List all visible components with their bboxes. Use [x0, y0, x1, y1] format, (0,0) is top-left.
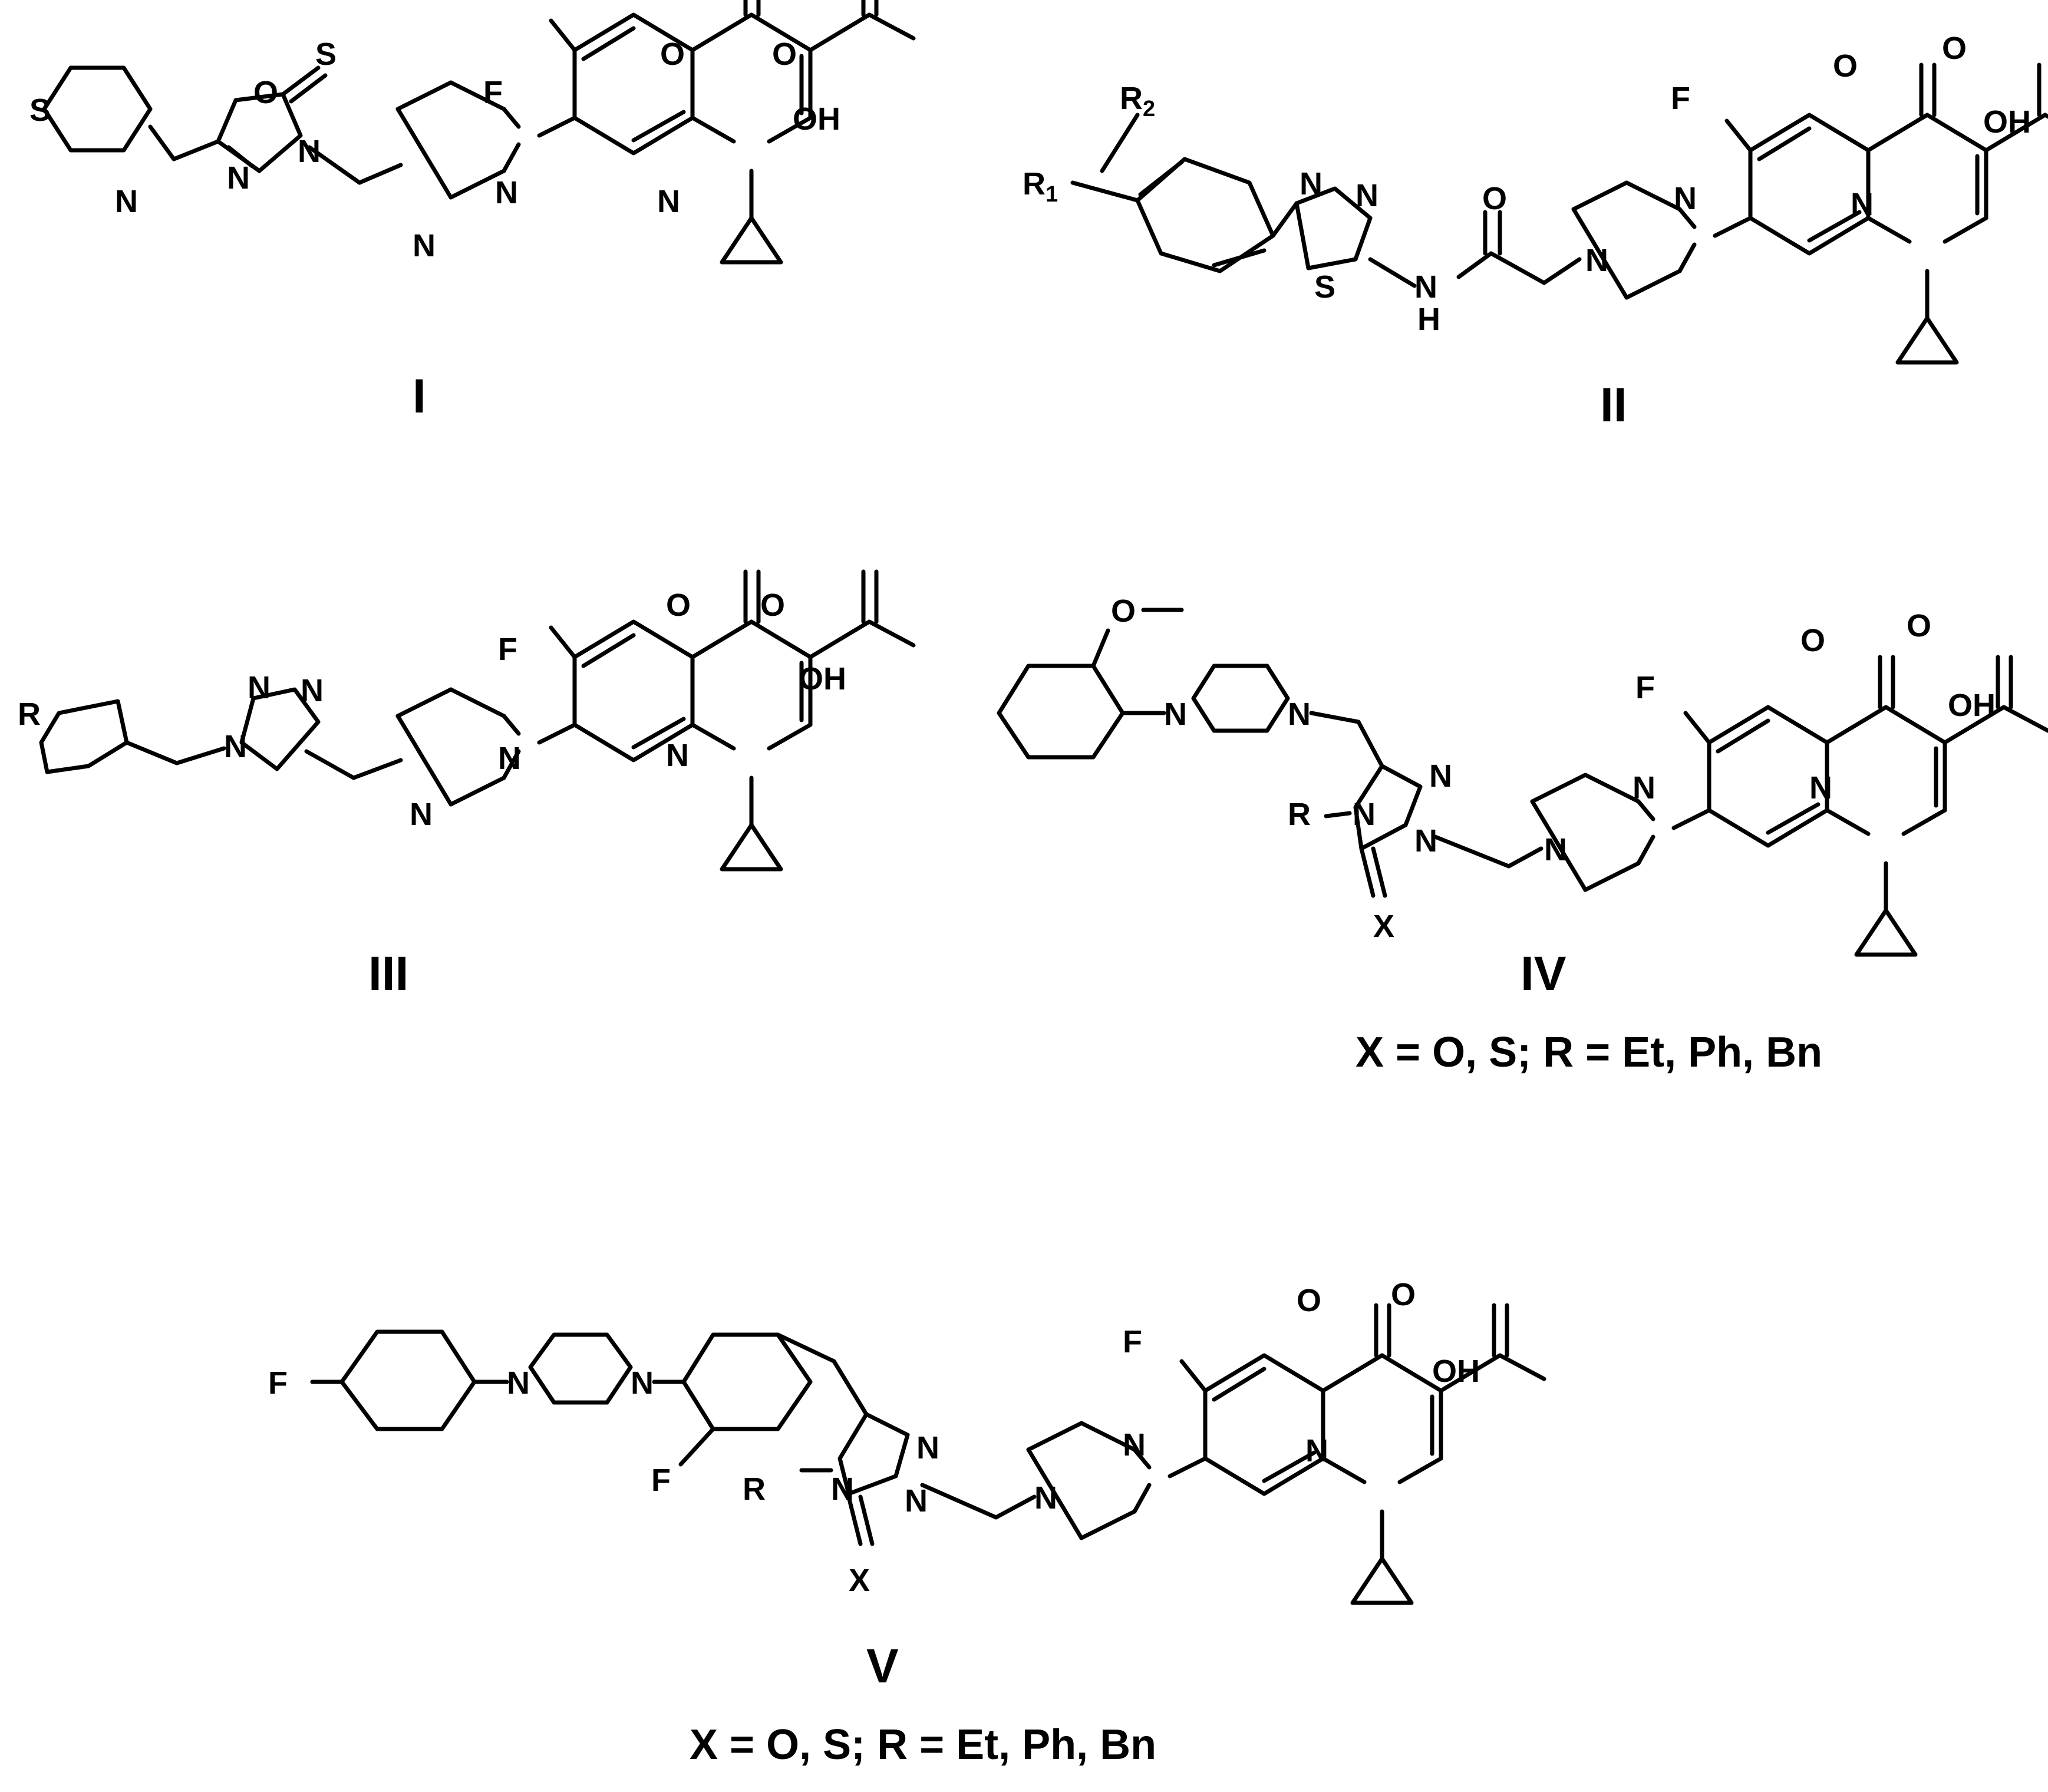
- compound-II-atom-H: H: [1417, 302, 1440, 337]
- compound-III-atom-R: R: [18, 697, 41, 732]
- compound-IV-atom-N-pip-1: N: [1544, 832, 1567, 867]
- compound-I-atom-O-acid: O: [772, 37, 797, 72]
- compound-V-atom-N-pip-2: N: [1123, 1427, 1146, 1463]
- compound-V-atom-R: R: [743, 1471, 766, 1507]
- compound-I-atom-N-pip-2: N: [495, 175, 518, 210]
- compound-III-label: III: [368, 947, 408, 1001]
- compound-II-atom-F: F: [1671, 81, 1690, 116]
- compound-I-structure: [42, 0, 913, 262]
- compound-V-atom-N-arylpip-2: N: [631, 1365, 654, 1401]
- compound-IV-atom-O-methoxy: O: [1111, 593, 1136, 629]
- compound-V-atom-N-arylpip-1: N: [507, 1365, 530, 1401]
- compound-II-atom-N-2: N: [1356, 178, 1378, 213]
- compound-V-atom-F: F: [1123, 1324, 1142, 1359]
- compound-III-atom-N-2: N: [248, 670, 271, 705]
- compound-II-structure: [1070, 65, 2048, 362]
- compound-I-atom-OH: OH: [793, 101, 840, 137]
- compound-IV-atom-N-arylpip-2: N: [1288, 697, 1311, 732]
- compound-V-atom-N-pip-1: N: [1034, 1480, 1057, 1516]
- compound-V-atom-N-1: N: [905, 1483, 928, 1519]
- compound-I-atom-N: N: [115, 184, 138, 219]
- compound-II-atom-S: S: [1314, 269, 1335, 305]
- compound-IV-label: IV: [1521, 947, 1566, 1001]
- compound-II-atom-N-pip-1: N: [1585, 243, 1608, 278]
- compound-II-atom-R2: R2: [1120, 81, 1155, 121]
- compound-IV-atom-N-pip-2: N: [1633, 770, 1655, 806]
- compound-IV-atom-R: R: [1288, 797, 1311, 832]
- compound-V-atom-O-acid: O: [1391, 1277, 1416, 1312]
- compound-V-atom-X: X: [849, 1563, 870, 1598]
- compound-IV-atom-N-4: N: [1353, 797, 1376, 832]
- compound-I-atom-O-keto: O: [660, 37, 685, 72]
- compound-III-atom-N-3: N: [301, 673, 324, 708]
- compound-IV-note: X = O, S; R = Et, Ph, Bn: [1356, 1029, 1822, 1076]
- compound-II-label: II: [1600, 378, 1627, 432]
- compound-II-atom-O-amide: O: [1482, 181, 1507, 216]
- compound-I-atom-N-pip-1: N: [413, 228, 436, 263]
- compound-V-structure: [310, 1305, 1544, 1603]
- compound-IV-structure: [997, 608, 2048, 955]
- compound-I-atom-S-thione: S: [315, 37, 337, 72]
- compound-III-structure: [39, 572, 913, 869]
- compound-I-label: I: [413, 369, 426, 423]
- compound-III-atom-N-1: N: [224, 729, 247, 764]
- compound-V-note: X = O, S; R = Et, Ph, Bn: [690, 1721, 1156, 1768]
- compound-II-atom-N-pip-2: N: [1674, 181, 1697, 216]
- compound-V-label: V: [866, 1639, 899, 1693]
- compound-II-atom-N-quinolone: N: [1851, 187, 1874, 222]
- compound-III-atom-N-pip-2: N: [498, 741, 521, 776]
- compound-I-atom-S: S: [29, 93, 51, 128]
- compound-IV-atom-O-acid: O: [1907, 608, 1931, 643]
- compound-III-atom-N-pip-1: N: [410, 797, 433, 832]
- compound-II-atom-N-1: N: [1300, 166, 1323, 202]
- compound-IV-atom-X: X: [1373, 909, 1394, 944]
- compound-IV-atom-O-keto: O: [1800, 623, 1825, 658]
- compound-II-atom-O-acid: O: [1942, 31, 1967, 66]
- compound-III-atom-OH: OH: [799, 661, 846, 697]
- compound-II-atom-O-keto: O: [1833, 48, 1858, 84]
- compound-II-atom-OH: OH: [1983, 104, 2031, 140]
- compound-I-atom-N-ring-1: N: [227, 160, 250, 196]
- compound-III-atom-N-quinolone: N: [666, 738, 689, 773]
- compound-IV-atom-N-1: N: [1414, 823, 1437, 859]
- compound-I-atom-O-ring: O: [253, 75, 278, 110]
- compound-V-atom-N-quinolone: N: [1305, 1433, 1328, 1468]
- compound-IV-atom-OH: OH: [1948, 688, 1996, 723]
- compound-V-atom-O-keto: O: [1297, 1283, 1321, 1318]
- compound-I-atom-N-quinolone: N: [657, 184, 680, 219]
- compound-II-atom-N-amide: N: [1414, 269, 1437, 305]
- compound-V-atom-F-ortho: F: [651, 1463, 671, 1498]
- compound-II-atom-R1: R1: [1023, 166, 1058, 207]
- compound-V-atom-N-4: N: [831, 1471, 854, 1507]
- compound-I-atom-F: F: [483, 75, 503, 110]
- compound-IV-atom-N-arylpip-1: N: [1164, 697, 1187, 732]
- compound-IV-atom-N-quinolone: N: [1809, 770, 1832, 806]
- compound-V-atom-F-aryl: F: [268, 1365, 288, 1401]
- compound-IV-atom-N-2: N: [1429, 758, 1452, 794]
- compound-III-atom-O-acid: O: [760, 588, 785, 623]
- compound-V-atom-N-2: N: [916, 1430, 939, 1466]
- compound-IV-atom-F: F: [1635, 670, 1655, 705]
- compound-I-atom-N-ring-2: N: [298, 134, 321, 169]
- compound-III-atom-F: F: [498, 632, 517, 667]
- compound-V-atom-OH: OH: [1432, 1354, 1480, 1389]
- compound-III-atom-O-keto: O: [666, 588, 691, 623]
